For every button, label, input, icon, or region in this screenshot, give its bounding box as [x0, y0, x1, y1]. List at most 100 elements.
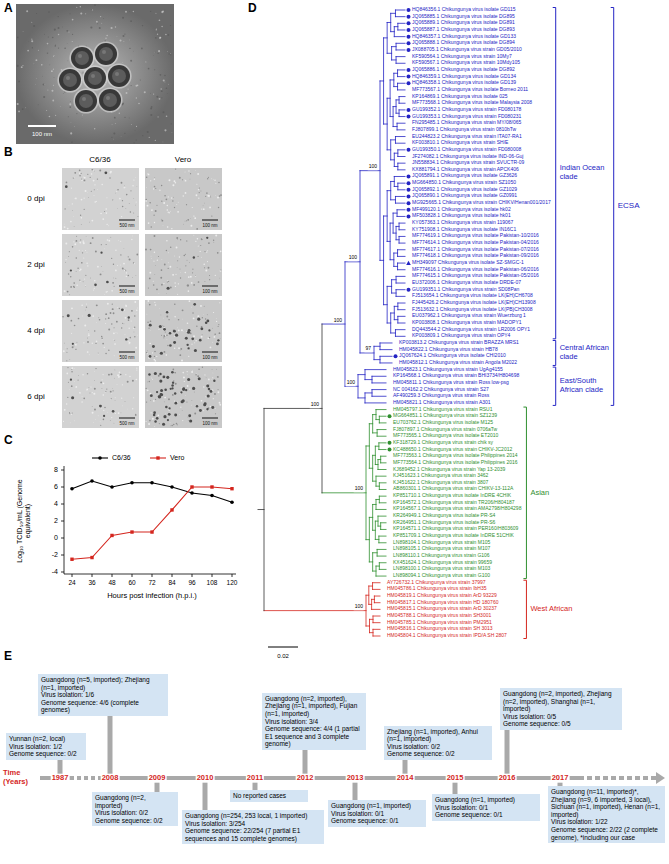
em-micrograph-part: [66, 76, 70, 80]
em-micrograph-part: [160, 37, 162, 39]
tem-panel-part: [201, 238, 202, 239]
tem-panel-part: [149, 381, 150, 382]
em-micrograph-part: [100, 16, 101, 17]
tem-panel-part: [195, 275, 196, 276]
em-micrograph-part: [114, 117, 116, 119]
tip-label: MG925665.1 Chikungunya virus strain CHIK…: [412, 200, 551, 206]
phylo-tree-part: [380, 362, 392, 363]
row-label: 4 dpi: [27, 326, 44, 335]
tem-panel-part: [102, 343, 104, 345]
em-micrograph-part: [135, 85, 137, 87]
tem-panel-part: [177, 424, 178, 425]
tem-panel-part: [181, 400, 184, 403]
tem-panel-part: [172, 274, 174, 276]
tip-marker-part: [388, 441, 392, 445]
tem-panel-part: [121, 216, 122, 217]
tem-panel-part: [150, 394, 153, 397]
phylo-tree-part: [396, 63, 405, 64]
em-micrograph-part: [122, 17, 124, 19]
phylo-tree-part: [373, 504, 376, 505]
box-text: Guangdong (n=2, imported): [95, 794, 175, 809]
tem-panel-part: [173, 255, 175, 257]
em-micrograph-part: [145, 61, 147, 63]
tem-panel-part: [163, 337, 164, 338]
box-text: Guangdong (n=254, 253 local, 1 imported): [185, 812, 321, 820]
tip-marker-part: [407, 81, 411, 85]
em-micrograph-part: [81, 117, 83, 119]
phylo-tree-part: [394, 166, 398, 167]
timeline-bar-part: [505, 730, 510, 778]
tem-panel-part: [67, 291, 69, 293]
tem-panel-part: [120, 254, 121, 255]
tem-panel-part: [149, 202, 151, 204]
tem-panel-part: [180, 387, 182, 389]
phylo-tree-part: [387, 286, 391, 287]
tem-panel-part: [154, 302, 155, 303]
timeline-axis-part: [608, 775, 611, 781]
tem-panel-part: [136, 254, 138, 256]
tem-panel-part: [76, 236, 77, 237]
tem-panel-part: [157, 259, 158, 260]
phylo-tree-part: [376, 419, 379, 420]
em-micrograph-part: [69, 101, 71, 103]
em-micrograph-part: [112, 69, 126, 83]
tip-marker-part: [407, 15, 411, 19]
tip-label: HM045788.1 Chikungunya virus strain SH30…: [387, 613, 491, 619]
tem-panel-part: [191, 371, 193, 373]
tem-panel-part: [67, 367, 68, 368]
tem-panel-part: [97, 415, 99, 417]
growth-chart-part: [210, 485, 213, 488]
em-micrograph-part: [67, 60, 69, 62]
axis-title: Log₁₀ TCID₅₀/mL (Genome equivalent): [16, 471, 32, 571]
tem-panel-part: [129, 337, 131, 339]
tem-panel-part: [110, 391, 112, 393]
em-micrograph-part: [164, 9, 166, 11]
tem-panel-part: [80, 269, 82, 271]
growth-chart-part: [190, 491, 194, 495]
tem-panel-part: [147, 322, 148, 323]
tem-panel-part: [65, 261, 67, 263]
tem-panel-part: [71, 367, 73, 369]
tem-panel-part: [182, 420, 183, 421]
tem-panel-part: [86, 236, 88, 238]
tem-panel-part: [151, 257, 153, 259]
em-micrograph-part: [154, 69, 155, 70]
tem-panel-part: [152, 352, 153, 353]
em-micrograph-part: [162, 141, 164, 143]
phylo-tree-part: [370, 619, 374, 620]
clade-bracket-part: [523, 407, 526, 578]
tem-panel-part: [67, 314, 70, 317]
tem-panel-part: [167, 209, 169, 211]
timeline-box: Yunnan (n=2, local)Virus isolation: 1/2G…: [6, 733, 86, 760]
growth-chart-part: [110, 534, 113, 537]
tip-label: KX451624.1 Chikungunya virus strain 9965…: [393, 560, 492, 566]
tem-panel-part: [130, 211, 132, 213]
tem-panel-part: [185, 337, 188, 340]
tip-marker-part: [407, 48, 411, 52]
tem-panel-part: [170, 388, 172, 390]
tem-panel-part: [70, 221, 72, 223]
phylo-tree-part: [393, 233, 396, 234]
tem-panel-part: [135, 414, 137, 416]
tem-panel-part: [160, 314, 162, 316]
tem-panel-part: [91, 169, 93, 171]
tem-panel-part: [125, 338, 127, 340]
tip-marker-part: [407, 75, 411, 79]
tem-panel-part: [196, 228, 198, 230]
timeline-bar-part: [203, 778, 208, 810]
tem-panel-part: [66, 360, 67, 361]
tem-panel-part: [219, 332, 221, 334]
tem-panel-part: [102, 338, 104, 340]
tip-label: HM045815.1 Chikungunya virus strain ArD …: [387, 606, 497, 612]
tem-panel-part: [205, 318, 206, 319]
tem-panel-part: [104, 407, 105, 408]
tem-panel-part: [186, 240, 187, 241]
tem-panel-part: [172, 200, 173, 201]
tem-panel-part: [135, 313, 137, 315]
em-micrograph-part: [68, 116, 69, 117]
em-micrograph-part: [27, 50, 29, 52]
em-micrograph-part: [160, 88, 161, 89]
tip-label: KP003813.2 Chikungunya virus strain BRAZ…: [399, 340, 519, 346]
tem-panel-part: [120, 374, 122, 376]
tem-panel-part: [187, 420, 189, 422]
